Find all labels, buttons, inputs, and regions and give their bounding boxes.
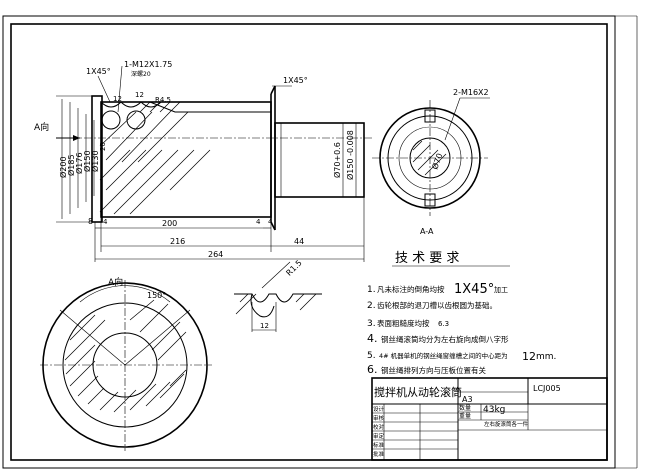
section-aa-view: 2-M16X2 Ø70 A-A: [372, 88, 490, 236]
groove-width: 12: [260, 322, 269, 330]
svg-text:Ø176: Ø176: [74, 152, 84, 174]
svg-text:钢丝绳滚筒均分为左右旋向成倒八字形: 钢丝绳滚筒均分为左右旋向成倒八字形: [381, 334, 509, 344]
svg-text:mm.: mm.: [536, 352, 556, 362]
outer-frame: [2, 15, 616, 469]
svg-text:齿轮根部的退刀槽以齿根圆为基础。: 齿轮根部的退刀槽以齿根圆为基础。: [377, 300, 497, 310]
bottom-dimensions: 8 4 200 4 4 216 44 264: [88, 217, 304, 259]
view-a-hatch: [64, 299, 187, 413]
svg-text:加工: 加工: [494, 285, 508, 294]
aa-inner-dia: Ø70: [429, 152, 444, 171]
svg-text:3.: 3.: [367, 319, 376, 329]
svg-text:表面粗糙度均按: 表面粗糙度均按: [377, 318, 430, 328]
role-column: 设计 审核 校对 审定 标准 批准: [373, 405, 385, 458]
sheet-size: A3: [462, 395, 473, 404]
chamfer-right-label: 1X45°: [283, 76, 308, 85]
svg-text:钢丝绳排列方向与压板位置有关: 钢丝绳排列方向与压板位置有关: [381, 365, 486, 375]
thread-label: 1-M12X1.75: [124, 60, 172, 69]
aa-title: A-A: [420, 227, 434, 236]
svg-text:4: 4: [103, 218, 108, 226]
svg-text:1.: 1.: [367, 285, 376, 295]
chamfer-left-label: 1X45°: [86, 67, 111, 76]
svg-text:设计: 设计: [373, 405, 385, 413]
drawing-name: 搅拌机从动轮滚筒: [374, 385, 462, 399]
svg-text:4: 4: [256, 218, 261, 226]
title-note: 左右旋滚筒各一件: [484, 420, 529, 428]
svg-text:4.: 4.: [367, 332, 378, 345]
svg-text:审核: 审核: [373, 414, 385, 422]
thread-depth-label: 深螺20: [131, 70, 151, 78]
tech-item-2: 2. 齿轮根部的退刀槽以齿根圆为基础。: [367, 300, 497, 311]
diameter-labels-left: Ø200 Ø185 Ø176 Ø150 Ø130: [58, 150, 100, 178]
title-block: 搅拌机从动轮滚筒 LCJ005 A3 数量 重量 43kg 左右旋滚筒各一件 设…: [371, 377, 608, 461]
groove-detail: R1.5 12: [234, 258, 322, 332]
dim-20: 20: [99, 142, 107, 151]
svg-text:8: 8: [88, 217, 93, 226]
svg-text:6.3: 6.3: [438, 320, 449, 328]
section-arrow-label: A向: [34, 121, 49, 133]
tech-heading: 技 术 要 求: [395, 251, 459, 266]
quantity-label: 数量: [459, 404, 471, 412]
tech-item-4: 4. 钢丝绳滚筒均分为左右旋向成倒八字形: [367, 332, 509, 345]
svg-text:6.: 6.: [367, 363, 378, 376]
svg-text:1X45°: 1X45°: [454, 282, 494, 297]
shaft-dia-1: Ø70+0.6: [332, 142, 342, 178]
svg-text:Ø150: Ø150: [82, 150, 92, 172]
section-hatch: [99, 101, 211, 215]
front-view: 1X45° 1-M12X1.75 深螺20 1X45° A向 12 12 R4.…: [34, 60, 372, 262]
tech-item-3: 3. 表面粗糙度均按 6.3: [367, 318, 449, 329]
tech-item-5: 5. 4# 机器单机的钢丝绳窗缠槽之间的中心距为 12 mm.: [367, 350, 556, 363]
svg-text:凡未标注的倒角均按: 凡未标注的倒角均按: [377, 284, 445, 294]
drawing-code: LCJ005: [533, 384, 561, 393]
shaft-dia-2: Ø150 -0.008: [345, 130, 355, 180]
view-a-angle: 150°: [147, 291, 166, 300]
dim-12b: 12: [135, 91, 144, 99]
svg-text:44: 44: [294, 237, 304, 246]
svg-text:200: 200: [162, 219, 177, 228]
aa-thread-label: 2-M16X2: [453, 88, 489, 97]
svg-text:审定: 审定: [373, 432, 385, 440]
svg-text:5.: 5.: [367, 351, 376, 361]
svg-text:2.: 2.: [367, 301, 376, 311]
svg-text:Ø200: Ø200: [58, 156, 68, 178]
svg-text:批准: 批准: [373, 450, 385, 458]
tech-item-1: 1. 凡未标注的倒角均按 1X45° 加工: [367, 282, 508, 297]
svg-text:4: 4: [268, 218, 273, 226]
view-a: A向 150°: [40, 276, 212, 451]
svg-text:216: 216: [170, 237, 185, 246]
svg-text:Ø130: Ø130: [90, 150, 100, 172]
groove-radius: R1.5: [284, 258, 303, 277]
svg-text:校对: 校对: [373, 423, 385, 431]
svg-text:12: 12: [522, 350, 536, 363]
weight-value: 43kg: [483, 405, 505, 415]
inner-frame: [10, 23, 608, 461]
weight-label: 重量: [459, 412, 471, 420]
dim-12a: 12: [113, 95, 122, 103]
svg-text:标准: 标准: [373, 441, 385, 449]
dim-radius: R4.5: [155, 96, 171, 104]
tech-item-6: 6. 钢丝绳排列方向与压板位置有关: [367, 363, 486, 376]
svg-text:4# 机器单机的钢丝绳窗缠槽之间的中心距为: 4# 机器单机的钢丝绳窗缠槽之间的中心距为: [379, 351, 508, 360]
svg-text:264: 264: [208, 250, 223, 259]
view-a-title: A向: [108, 276, 123, 288]
svg-text:Ø185: Ø185: [66, 154, 76, 176]
technical-requirements: 技 术 要 求 1. 凡未标注的倒角均按 1X45° 加工 2. 齿轮根部的退刀…: [367, 251, 556, 376]
